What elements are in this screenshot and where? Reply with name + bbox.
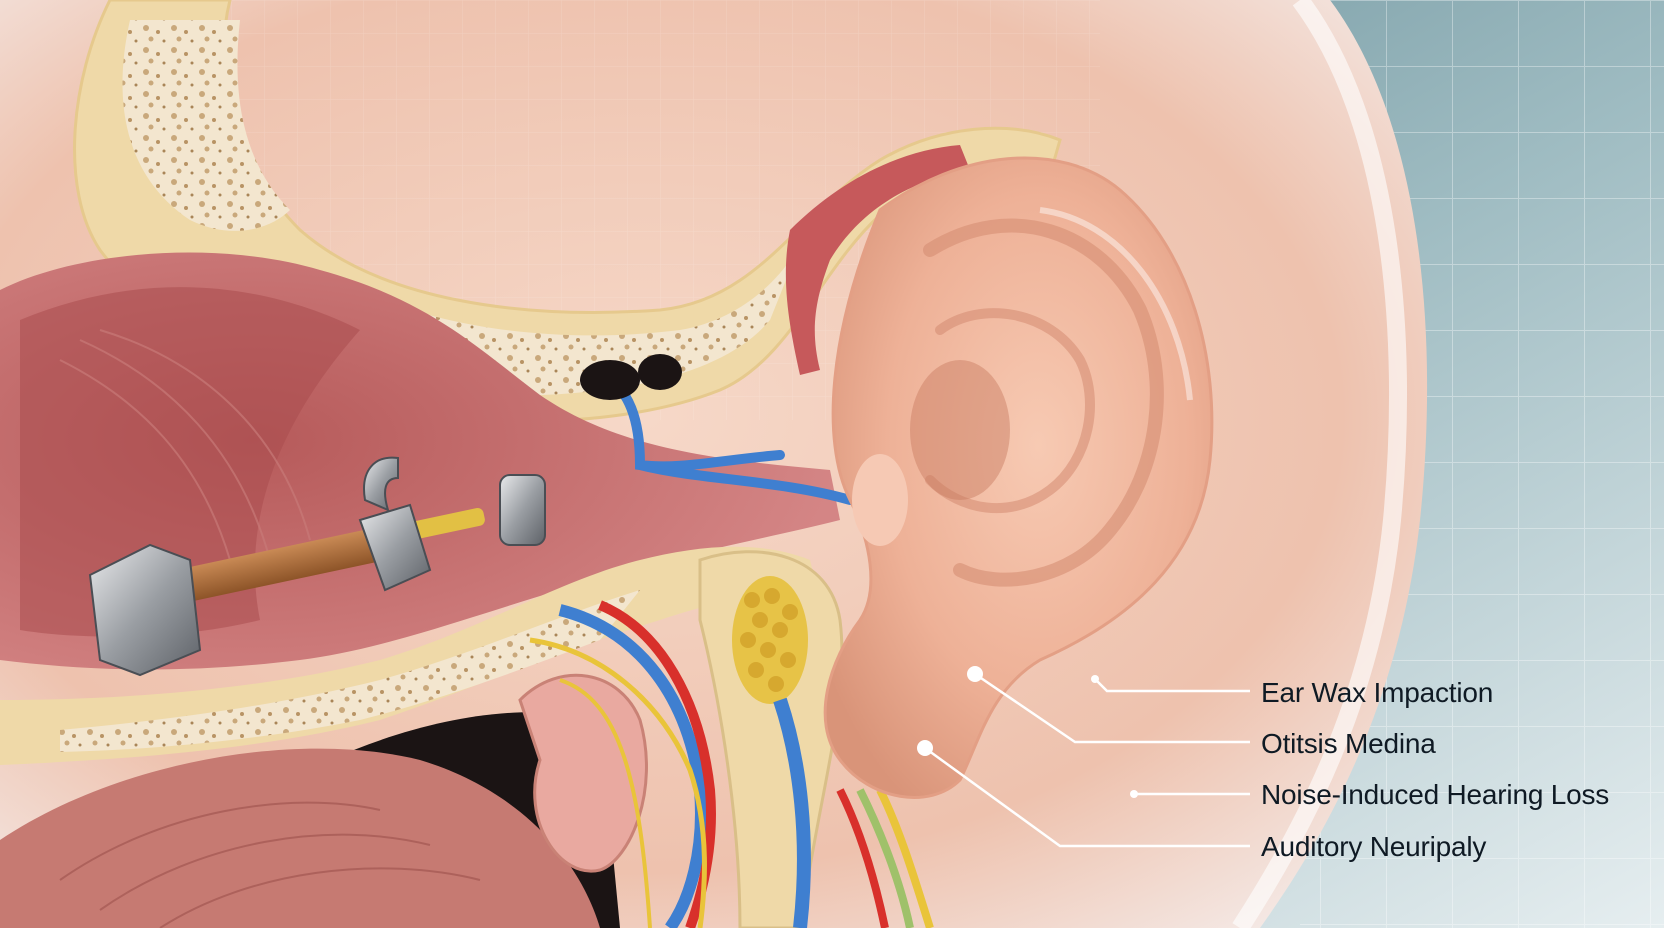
marker-otitis bbox=[967, 666, 983, 682]
hammer-icon bbox=[88, 456, 546, 677]
label-auditory-neuropathy: Auditory Neuripaly bbox=[1261, 831, 1487, 862]
ear-icon bbox=[823, 156, 1214, 799]
callout-markers bbox=[917, 666, 1138, 798]
cochlea-structure bbox=[518, 673, 648, 873]
marker-ear-wax bbox=[1091, 675, 1099, 683]
marker-neuropathy bbox=[917, 740, 933, 756]
label-ear-wax-impaction: Ear Wax Impaction bbox=[1261, 677, 1494, 708]
jaw-muscle bbox=[0, 748, 600, 928]
marker-noise bbox=[1130, 790, 1138, 798]
label-otitis-media: Otitsis Medina bbox=[1261, 728, 1436, 759]
label-noise-induced-hearing-loss: Noise-Induced Hearing Loss bbox=[1261, 779, 1610, 810]
callout-leaders bbox=[924, 672, 1250, 848]
